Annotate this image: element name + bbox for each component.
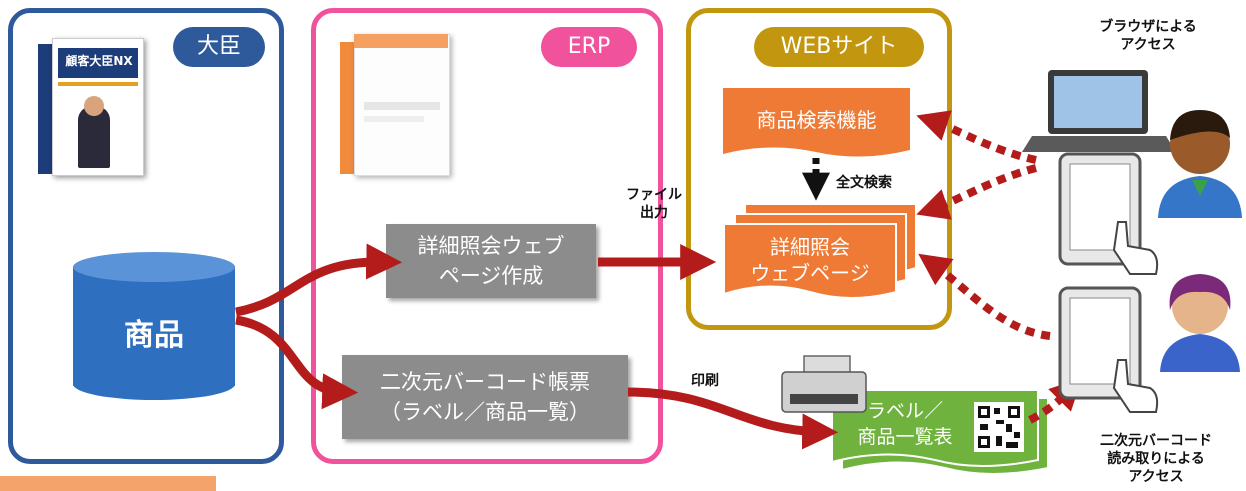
- erp-tag: ERP: [541, 27, 637, 67]
- person-female-icon: [1160, 274, 1240, 372]
- erp-panel: [311, 8, 663, 464]
- file-output-label: ファイル 出力: [626, 187, 682, 221]
- box-package-icon: [340, 34, 452, 176]
- box-package-icon: 顧客大臣NX: [38, 38, 146, 176]
- database-icon: 商品: [73, 252, 235, 400]
- detail-page-stack: [723, 203, 917, 299]
- hand-pointer-icon: [1112, 221, 1159, 275]
- barcode-form-box: 二次元バーコード帳票 （ラベル／商品一覧）: [342, 355, 628, 439]
- detail-page-label: 詳細照会 ウェブページ: [750, 235, 870, 285]
- qr-access-label: 二次元バーコード 読み取りによる アクセス: [1100, 433, 1212, 485]
- search-function-shape: [723, 88, 910, 157]
- footer-accent: [0, 476, 216, 491]
- qr-code-icon: [974, 402, 1024, 452]
- web-panel: [686, 8, 952, 330]
- laptop-icon: [1022, 70, 1176, 152]
- search-function-label: 商品検索機能: [756, 108, 877, 132]
- person-male-icon: [1158, 110, 1242, 218]
- browser-access-label: ブラウザによる アクセス: [1099, 19, 1197, 53]
- hand-pointer-icon: [1112, 359, 1159, 413]
- product-label: 顧客大臣NX: [65, 54, 133, 68]
- database-label: 商品: [124, 318, 184, 353]
- label-sheet-text: ラベル／ 商品一覧表: [857, 400, 953, 448]
- fulltext-search-label: 全文検索: [836, 175, 892, 191]
- daijin-panel: [8, 8, 284, 464]
- printer-icon: [781, 355, 867, 413]
- daijin-tag: 大臣: [173, 27, 265, 67]
- webpage-creation-box: 詳細照会ウェブ ページ作成: [386, 224, 596, 298]
- web-tag: WEBサイト: [754, 27, 924, 67]
- print-label: 印刷: [691, 373, 719, 389]
